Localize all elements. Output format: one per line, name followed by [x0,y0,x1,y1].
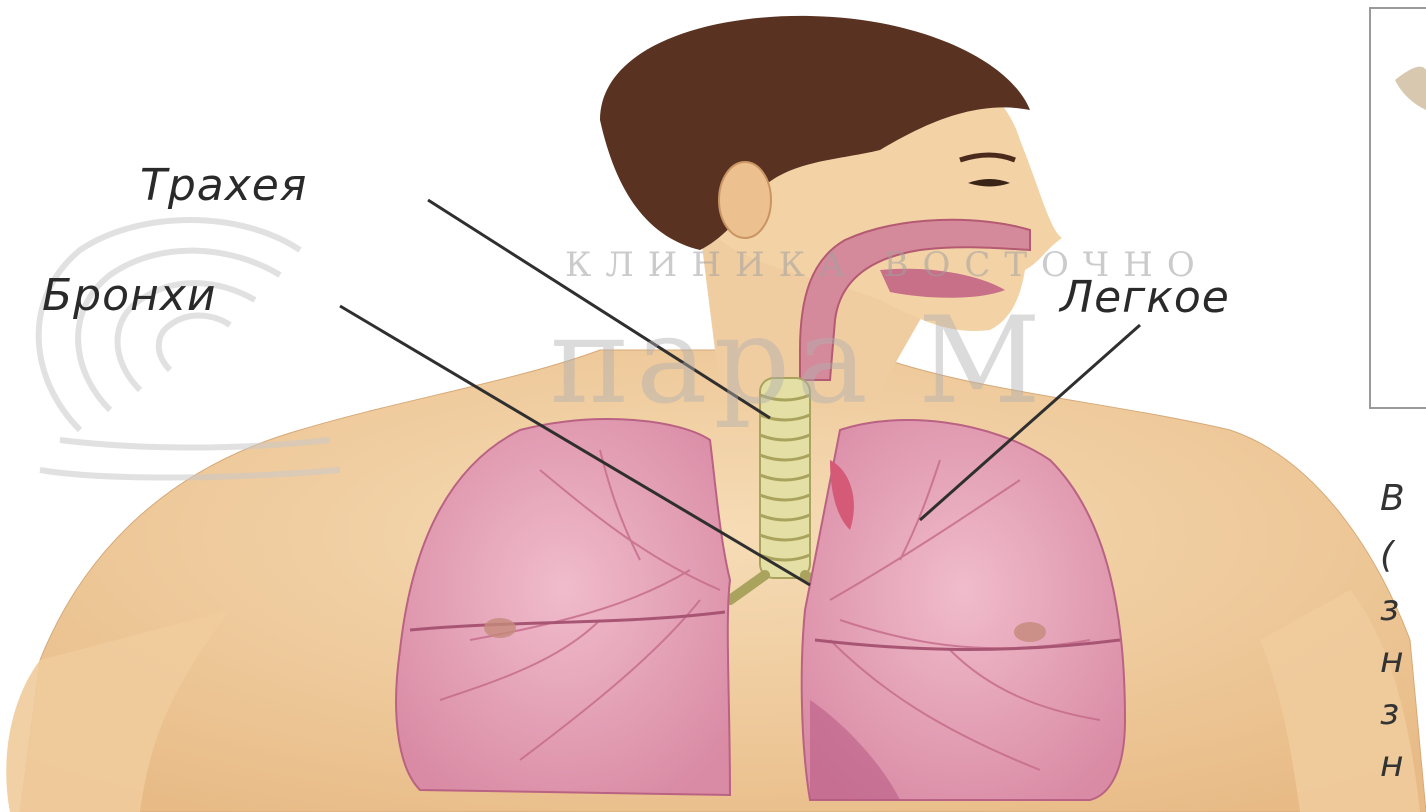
label-bronchi: Бронхи [42,270,216,321]
right-text-fragment: ( [1380,535,1394,576]
right-text-fragment: з [1380,692,1399,733]
nipple-left [484,618,516,638]
right-text-fragment: В [1380,478,1405,519]
right-text-fragment: з [1380,588,1399,629]
label-lung: Легкое [1060,272,1230,323]
right-text-fragment: н [1380,744,1404,785]
label-trachea: Трахея [140,160,307,211]
ear [719,162,771,238]
nipple-right [1014,622,1046,642]
watermark-brand: пара М [550,292,1047,431]
right-text-fragment: н [1380,640,1404,681]
